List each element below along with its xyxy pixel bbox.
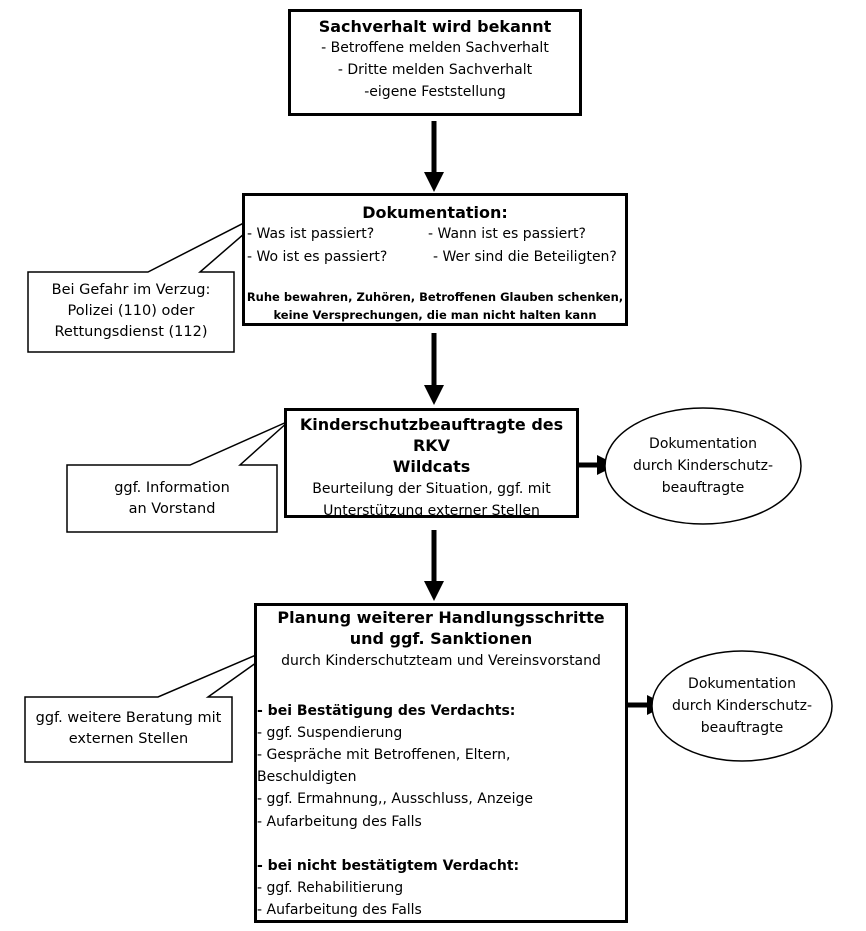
- step-4-item: - Aufarbeitung des Falls: [257, 814, 422, 830]
- step-4-heading: Planung weiterer Handlungsschritte und g…: [254, 607, 628, 672]
- step-4-title: Planung weiterer Handlungsschritte: [277, 608, 605, 627]
- ellipse-1-line: Dokumentation: [649, 436, 757, 452]
- callout-1-line: Rettungsdienst (112): [54, 324, 208, 340]
- callout-2-line: ggf. Information: [114, 480, 230, 496]
- step-2-note: keine Versprechungen, die man nicht halt…: [273, 308, 597, 322]
- ellipse-1-line: beauftragte: [661, 480, 745, 496]
- step-3-line: Unterstützung externer Stellen: [323, 503, 540, 519]
- step-4-confirmed-heading: - bei Bestätigung des Verdachts:: [257, 703, 516, 719]
- callout-3-line: externen Stellen: [68, 731, 189, 747]
- step-4-item: - ggf. Suspendierung: [257, 725, 403, 741]
- step-4-item: - Aufarbeitung des Falls: [257, 902, 422, 918]
- callout-3-line: ggf. weitere Beratung mit: [35, 710, 222, 726]
- step-4-item: Beschuldigten: [257, 769, 357, 785]
- ellipse-2-line: durch Kinderschutz-: [671, 698, 813, 714]
- step-3-line: Beurteilung der Situation, ggf. mit: [312, 481, 551, 497]
- step-2-question: - Was ist passiert?: [247, 226, 375, 242]
- callout-1-line: Bei Gefahr im Verzug:: [51, 282, 211, 298]
- ellipse-2-line: beauftragte: [700, 720, 784, 736]
- ellipse-2-shape: [651, 650, 833, 762]
- step-1-line: -eigene Feststellung: [364, 84, 506, 100]
- step-1-line: - Dritte melden Sachverhalt: [337, 62, 533, 78]
- step-3-title: Wildcats: [392, 457, 471, 476]
- step-1-line: - Betroffene melden Sachverhalt: [321, 40, 549, 56]
- step-4-subtitle: durch Kinderschutzteam und Vereinsvorsta…: [281, 653, 601, 669]
- step-2-question: - Wer sind die Beteiligten?: [433, 249, 617, 265]
- ellipse-1-line: durch Kinderschutz-: [632, 458, 774, 474]
- step-2-box: Dokumentation: - Was ist passiert? - Wan…: [242, 193, 628, 326]
- callout-3-shape: [24, 642, 285, 763]
- ellipse-1-shape: [604, 407, 802, 525]
- callout-2: ggf. Information an Vorstand: [67, 478, 277, 520]
- step-4-title: und ggf. Sanktionen: [349, 629, 533, 648]
- callout-1: Bei Gefahr im Verzug: Polizei (110) oder…: [28, 280, 234, 343]
- step-1-title: Sachverhalt wird bekannt: [318, 17, 552, 36]
- step-4-box: [254, 603, 628, 923]
- callout-1-shape: [27, 206, 276, 353]
- step-2-question: - Wo ist es passiert?: [247, 249, 388, 265]
- step-2-question: - Wann ist es passiert?: [428, 226, 586, 242]
- ellipse-1: Dokumentation durch Kinderschutz- beauft…: [612, 433, 794, 499]
- callout-1-line: Polizei (110) oder: [67, 303, 195, 319]
- callout-3: ggf. weitere Beratung mit externen Stell…: [25, 708, 232, 750]
- step-4-item: - ggf. Ermahnung,, Ausschluss, Anzeige: [257, 791, 534, 807]
- step-3-box: Kinderschutzbeauftragte des RKV Wildcats…: [284, 408, 579, 519]
- step-4-unconfirmed-heading: - bei nicht bestätigtem Verdacht:: [257, 858, 520, 874]
- step-2-note: Ruhe bewahren, Zuhören, Betroffenen Glau…: [246, 290, 624, 304]
- step-2-title: Dokumentation:: [362, 203, 508, 222]
- step-3-title: Kinderschutzbeauftragte des RKV: [299, 415, 564, 455]
- ellipse-2-line: Dokumentation: [688, 676, 796, 692]
- callout-2-shape: [66, 420, 290, 533]
- step-1-box: Sachverhalt wird bekannt - Betroffene me…: [288, 9, 582, 116]
- ellipse-2: Dokumentation durch Kinderschutz- beauft…: [652, 673, 832, 739]
- step-4-item: - ggf. Rehabilitierung: [257, 880, 404, 896]
- step-4-item: - Gespräche mit Betroffenen, Eltern,: [257, 747, 511, 763]
- callout-2-line: an Vorstand: [128, 501, 216, 517]
